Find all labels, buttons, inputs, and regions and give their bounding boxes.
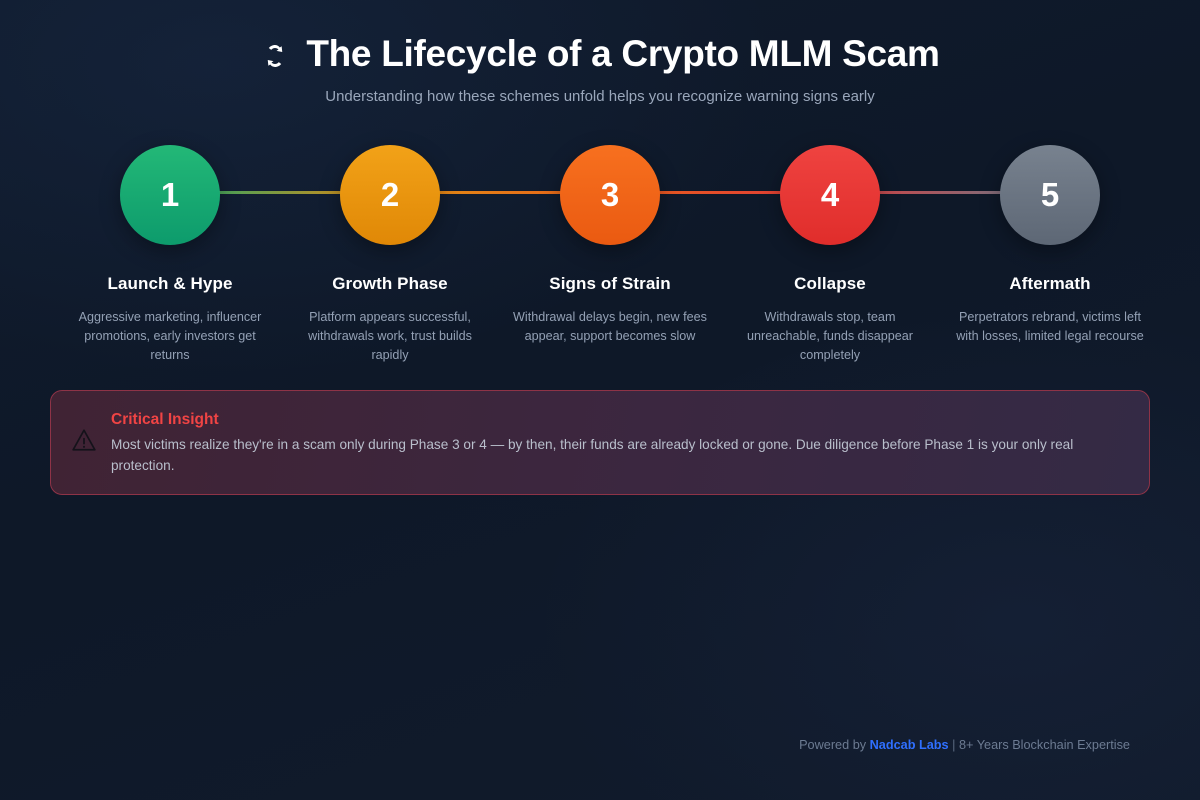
header: The Lifecycle of a Crypto MLM Scam Under… [0,33,1200,105]
connector-1-2 [160,191,380,194]
step-list: 1 Launch & Hype Aggressive marketing, in… [60,145,1144,365]
lifecycle-timeline: 1 Launch & Hype Aggressive marketing, in… [60,145,1144,362]
footer-brand-link[interactable]: Nadcab Labs [869,738,949,752]
step-label-1: Launch & Hype [107,274,233,293]
step-description-3: Withdrawal delays begin, new fees appear… [513,310,707,344]
page-subtitle: Understanding how these schemes unfold h… [325,87,875,105]
step-description-4: Withdrawals stop, team unreachable, fund… [747,310,913,363]
step-number-badge-4[interactable]: 4 [780,145,880,245]
connector-track [60,190,1140,195]
step-description-2: Platform appears successful, withdrawals… [308,310,472,363]
footer-separator: | [948,738,959,752]
recycle-cycle-icon [260,41,290,71]
critical-insight-callout: Critical Insight Most victims realize th… [50,390,1150,496]
step-number-badge-1[interactable]: 1 [120,145,220,245]
step-number-badge-5[interactable]: 5 [1000,145,1100,245]
footer-suffix: 8+ Years Blockchain Expertise [958,738,1130,752]
insight-body: Critical Insight Most victims realize th… [111,409,1127,476]
page-title: The Lifecycle of a Crypto MLM Scam [306,33,940,74]
timeline-step-4[interactable]: 4 Collapse Withdrawals stop, team unreac… [720,145,940,365]
step-number-badge-2[interactable]: 2 [340,145,440,245]
timeline-step-2[interactable]: 2 Growth Phase Platform appears successf… [280,145,500,365]
step-label-2: Growth Phase [332,274,448,293]
step-description-5: Perpetrators rebrand, victims left with … [956,310,1144,344]
footer-credit: Powered by Nadcab Labs | 8+ Years Blockc… [799,738,1130,752]
step-label-4: Collapse [794,274,866,293]
step-label-5: Aftermath [1009,274,1091,293]
insight-title: Critical Insight [111,411,219,428]
step-label-3: Signs of Strain [549,274,671,293]
timeline-step-1[interactable]: 1 Launch & Hype Aggressive marketing, in… [60,145,280,365]
step-description-1: Aggressive marketing, influencer promoti… [78,310,262,363]
connector-2-3 [380,191,600,194]
timeline-step-3[interactable]: 3 Signs of Strain Withdrawal delays begi… [500,145,720,365]
connector-4-5 [820,191,1040,194]
connector-3-4 [600,191,820,194]
step-number-badge-3[interactable]: 3 [560,145,660,245]
warning-triangle-icon [71,427,97,453]
title-row: The Lifecycle of a Crypto MLM Scam [0,33,1200,75]
footer-prefix: Powered by [799,738,870,752]
insight-text: Most victims realize they're in a scam o… [111,437,1074,474]
timeline-step-5[interactable]: 5 Aftermath Perpetrators rebrand, victim… [940,145,1160,365]
